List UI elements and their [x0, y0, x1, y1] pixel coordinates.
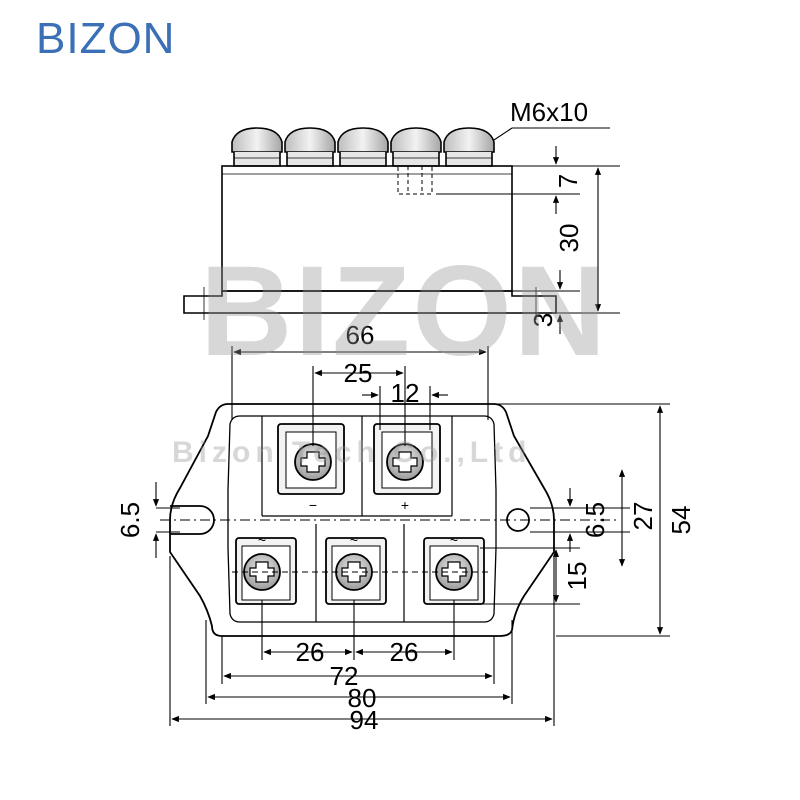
label-6.5-right: 6.5: [580, 502, 610, 538]
side-screw: [443, 127, 495, 167]
label-12: 12: [391, 378, 420, 408]
label-3: 3: [528, 313, 558, 327]
side-screw: [337, 127, 389, 167]
terminal-marks: − + ~ ~ ~: [258, 497, 458, 548]
label-6.5-left: 6.5: [115, 502, 145, 538]
top-view: [160, 403, 620, 637]
ac-mark-1: ~: [258, 532, 266, 548]
label-26-right: 26: [390, 637, 419, 667]
mounting-slot-left: [170, 505, 215, 535]
label-27: 27: [628, 502, 658, 531]
side-base-flange: [183, 290, 557, 314]
label-30: 30: [554, 224, 584, 253]
minus-mark: −: [309, 497, 317, 513]
label-72: 72: [330, 661, 359, 691]
side-module-body: [221, 165, 513, 292]
label-80: 80: [348, 683, 377, 713]
dimension-labels: M6x10 7 30 3 66 25 12 6.5 6.5 15 27 54 2…: [115, 97, 696, 735]
side-terminal-screws: [231, 127, 495, 167]
dc-terminal-plus: [373, 423, 441, 495]
side-screw: [231, 127, 283, 167]
side-view: [183, 127, 557, 320]
label-screw-spec: M6x10: [510, 97, 588, 127]
plus-mark: +: [401, 497, 409, 513]
top-outline: [169, 403, 555, 637]
label-26-left: 26: [296, 637, 325, 667]
label-66: 66: [346, 320, 375, 350]
ac-mark-3: ~: [450, 532, 458, 548]
side-screw: [390, 127, 442, 167]
label-25: 25: [344, 358, 373, 388]
top-dimensions: [152, 346, 670, 726]
side-dimensions: [436, 127, 620, 334]
top-inner-outline: [227, 415, 497, 623]
label-7: 7: [553, 174, 583, 188]
side-screw: [284, 127, 336, 167]
label-54: 54: [666, 506, 696, 535]
label-94: 94: [350, 705, 379, 735]
ac-mark-2: ~: [350, 532, 358, 548]
dc-terminal-minus: [277, 423, 345, 495]
label-15: 15: [562, 562, 592, 591]
ac-terminal-2: [325, 537, 387, 605]
ac-terminal-3: [423, 537, 485, 605]
hidden-thread-lines: [397, 165, 433, 195]
ac-terminal-1: [235, 537, 297, 605]
brand-logo: BIZON: [36, 14, 176, 63]
